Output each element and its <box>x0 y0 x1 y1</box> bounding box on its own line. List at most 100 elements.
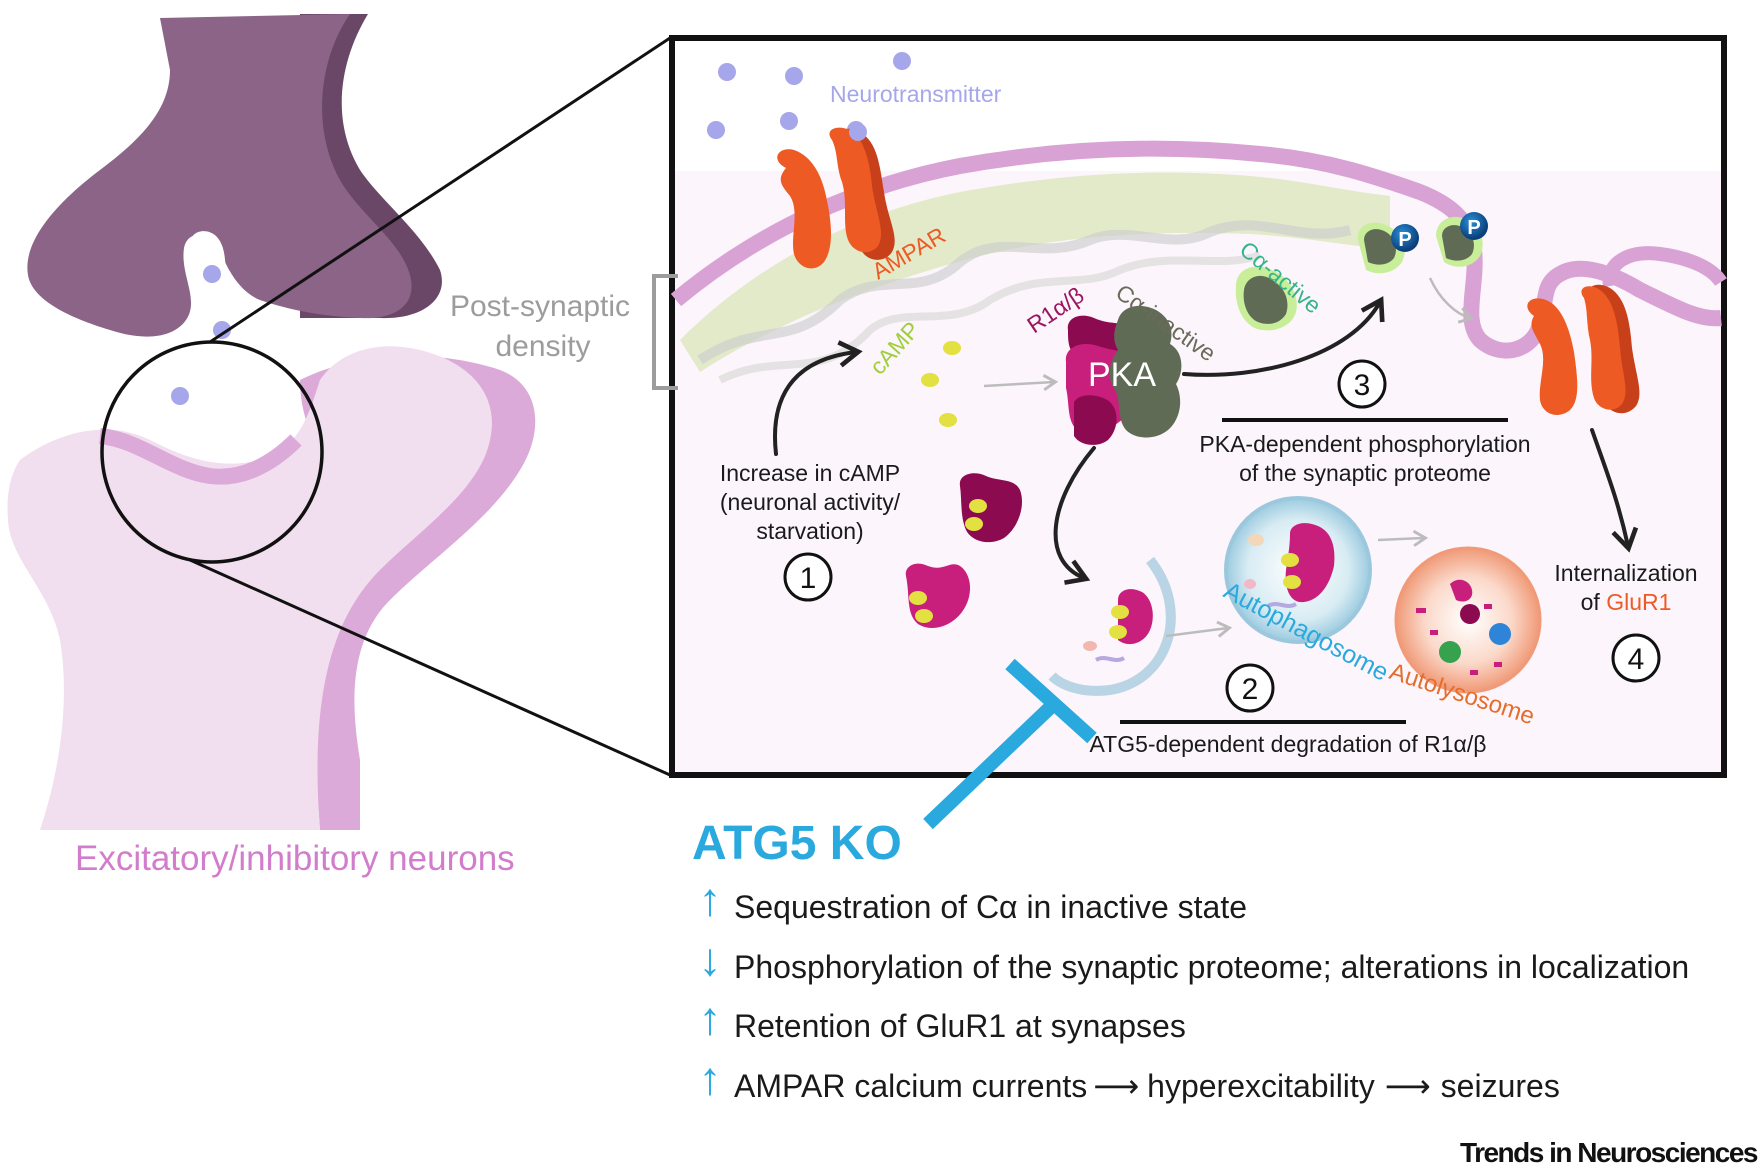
step1-label-line1: Increase in cAMP <box>720 460 900 486</box>
postsynaptic-spine <box>7 346 536 830</box>
effect-down-arrow: ↓ <box>699 933 722 985</box>
synaptic-vesicle-pocket <box>189 231 229 340</box>
effect-arrow-sep: ⟶ <box>1093 1068 1139 1104</box>
r1-degradation-arrow <box>1053 446 1096 585</box>
step3-label-line1: PKA-dependent phosphorylation <box>1199 431 1530 457</box>
journal-brand: Trends in Neurosciences <box>1460 1137 1758 1168</box>
neurotransmitter-label: Neurotransmitter <box>830 81 1002 107</box>
camp-molecule <box>943 341 961 355</box>
effect-up-arrow: ↑ <box>699 873 722 925</box>
catalytic-subunit-active <box>1235 266 1297 331</box>
effect-item: ↑ AMPAR calcium currents⟶hyperexcitabili… <box>699 1052 1560 1104</box>
phospho-group <box>1391 224 1419 252</box>
autophagosome-to-autolysosome-arrow <box>1377 529 1429 547</box>
pka-activation-arrow <box>1182 296 1385 377</box>
ampar-subunit <box>1527 298 1578 415</box>
phospho-label: P <box>1398 229 1411 251</box>
lysosomal-fragment <box>1450 579 1473 602</box>
camp-bound <box>1111 605 1129 619</box>
neurotransmitter-dot-bound <box>849 123 867 141</box>
presynaptic-terminal-body <box>27 14 412 337</box>
c-active-body <box>1243 275 1288 324</box>
zoom-line-bottom <box>189 558 671 777</box>
effect-arrow-sep: ⟶ <box>1385 1068 1431 1104</box>
phospho-target-body <box>1364 229 1396 265</box>
neurotransmitter-dot <box>785 67 803 85</box>
camp-molecule <box>921 373 939 387</box>
effect-text-part: seizures <box>1441 1068 1560 1104</box>
camp-bound <box>1109 625 1127 639</box>
glur1-label: GluR1 <box>1606 589 1671 615</box>
step3-number: 3 <box>1354 369 1371 402</box>
lysosomal-fragment <box>1416 608 1426 613</box>
ampar-receptor-left <box>777 127 895 269</box>
effect-text: Retention of GluR1 at synapses <box>734 1008 1186 1044</box>
step4-label-line1: Internalization <box>1554 560 1697 586</box>
phosphorylated-protein: P <box>1436 212 1488 267</box>
effect-text: Sequestration of Cα in inactive state <box>734 889 1247 925</box>
step1-label-line3: starvation) <box>756 518 863 544</box>
neurotransmitter-dot <box>780 112 798 130</box>
camp-bound <box>1281 553 1299 567</box>
effect-item: ↑ Sequestration of Cα in inactive state <box>699 873 1248 925</box>
effect-up-arrow: ↑ <box>699 992 722 1044</box>
phospho-label: P <box>1467 217 1480 239</box>
step4-label-line2: of GluR1 <box>1581 589 1672 615</box>
zoom-line-top <box>209 36 671 344</box>
lysosomal-fragment <box>1470 670 1478 675</box>
vesicle-membrane-loop <box>1602 246 1727 288</box>
phagophore-to-autophagosome-arrow <box>1165 620 1233 638</box>
camp-to-pka-arrow <box>983 374 1059 392</box>
step2-label: ATG5-dependent degradation of R1α/β <box>1090 731 1487 757</box>
camp-bound <box>969 499 987 513</box>
autophagosome <box>1224 496 1372 644</box>
step3-badge <box>1337 359 1387 409</box>
psd-bracket <box>652 274 678 390</box>
lysosomal-enzyme <box>1439 641 1461 663</box>
psd-label-line2: density <box>495 330 590 363</box>
ampar-subunit <box>829 127 882 253</box>
internalization-arrow <box>1590 428 1639 553</box>
phospho-group <box>1460 212 1488 240</box>
cargo-debris <box>1244 579 1256 589</box>
pka-label: PKA <box>1088 356 1156 394</box>
step3-label-line2: of the synaptic proteome <box>1239 460 1491 486</box>
step1-number: 1 <box>800 562 817 595</box>
ko-label: ATG5 KO <box>692 817 902 870</box>
presynaptic-terminal <box>27 14 442 340</box>
ko-effects-list: ↑ Sequestration of Cα in inactive state … <box>699 873 1690 1104</box>
neurotransmitter-dot <box>707 121 725 139</box>
camp-increase-arrow <box>773 340 863 456</box>
camp-molecules <box>921 341 961 427</box>
neurotransmitter-dot <box>203 265 221 283</box>
cargo-debris <box>1248 534 1264 546</box>
phosphorylated-protein: P <box>1357 222 1419 274</box>
neurons-label: Excitatory/inhibitory neurons <box>75 839 515 878</box>
effect-text-part: AMPAR calcium currents <box>734 1068 1087 1104</box>
step1-label-line2: (neuronal activity/ <box>720 489 901 515</box>
phagophore <box>1048 556 1176 696</box>
phospho-to-internalization-gray-arrow <box>1428 277 1475 324</box>
camp-bound <box>965 517 983 531</box>
phagophore-membrane <box>1048 556 1176 696</box>
ampar-subunit <box>1581 286 1626 410</box>
lysosomal-fragment <box>1494 662 1502 667</box>
step4-badge <box>1611 633 1661 683</box>
ko-inhibition-bar <box>1005 658 1097 744</box>
psd-label-line1: Post-synaptic <box>450 290 630 323</box>
ampar-receptor-right <box>1527 284 1640 415</box>
step2-number: 2 <box>1242 673 1259 706</box>
effect-item: ↑ Retention of GluR1 at synapses <box>699 992 1186 1044</box>
pka-regulatory-subunit <box>1074 395 1117 445</box>
lysosomal-fragment <box>1484 604 1492 609</box>
r1-subunit-free <box>959 473 1023 543</box>
phagophore-debris <box>1094 656 1126 662</box>
ampar-subunit <box>777 149 831 269</box>
post-synaptic-density-band <box>680 172 1390 372</box>
effect-text: Phosphorylation of the synaptic proteome… <box>734 949 1689 985</box>
cargo-debris <box>1266 602 1298 608</box>
neurotransmitter-dot <box>171 387 189 405</box>
camp-bound <box>1283 575 1301 589</box>
camp-bound <box>915 609 933 623</box>
